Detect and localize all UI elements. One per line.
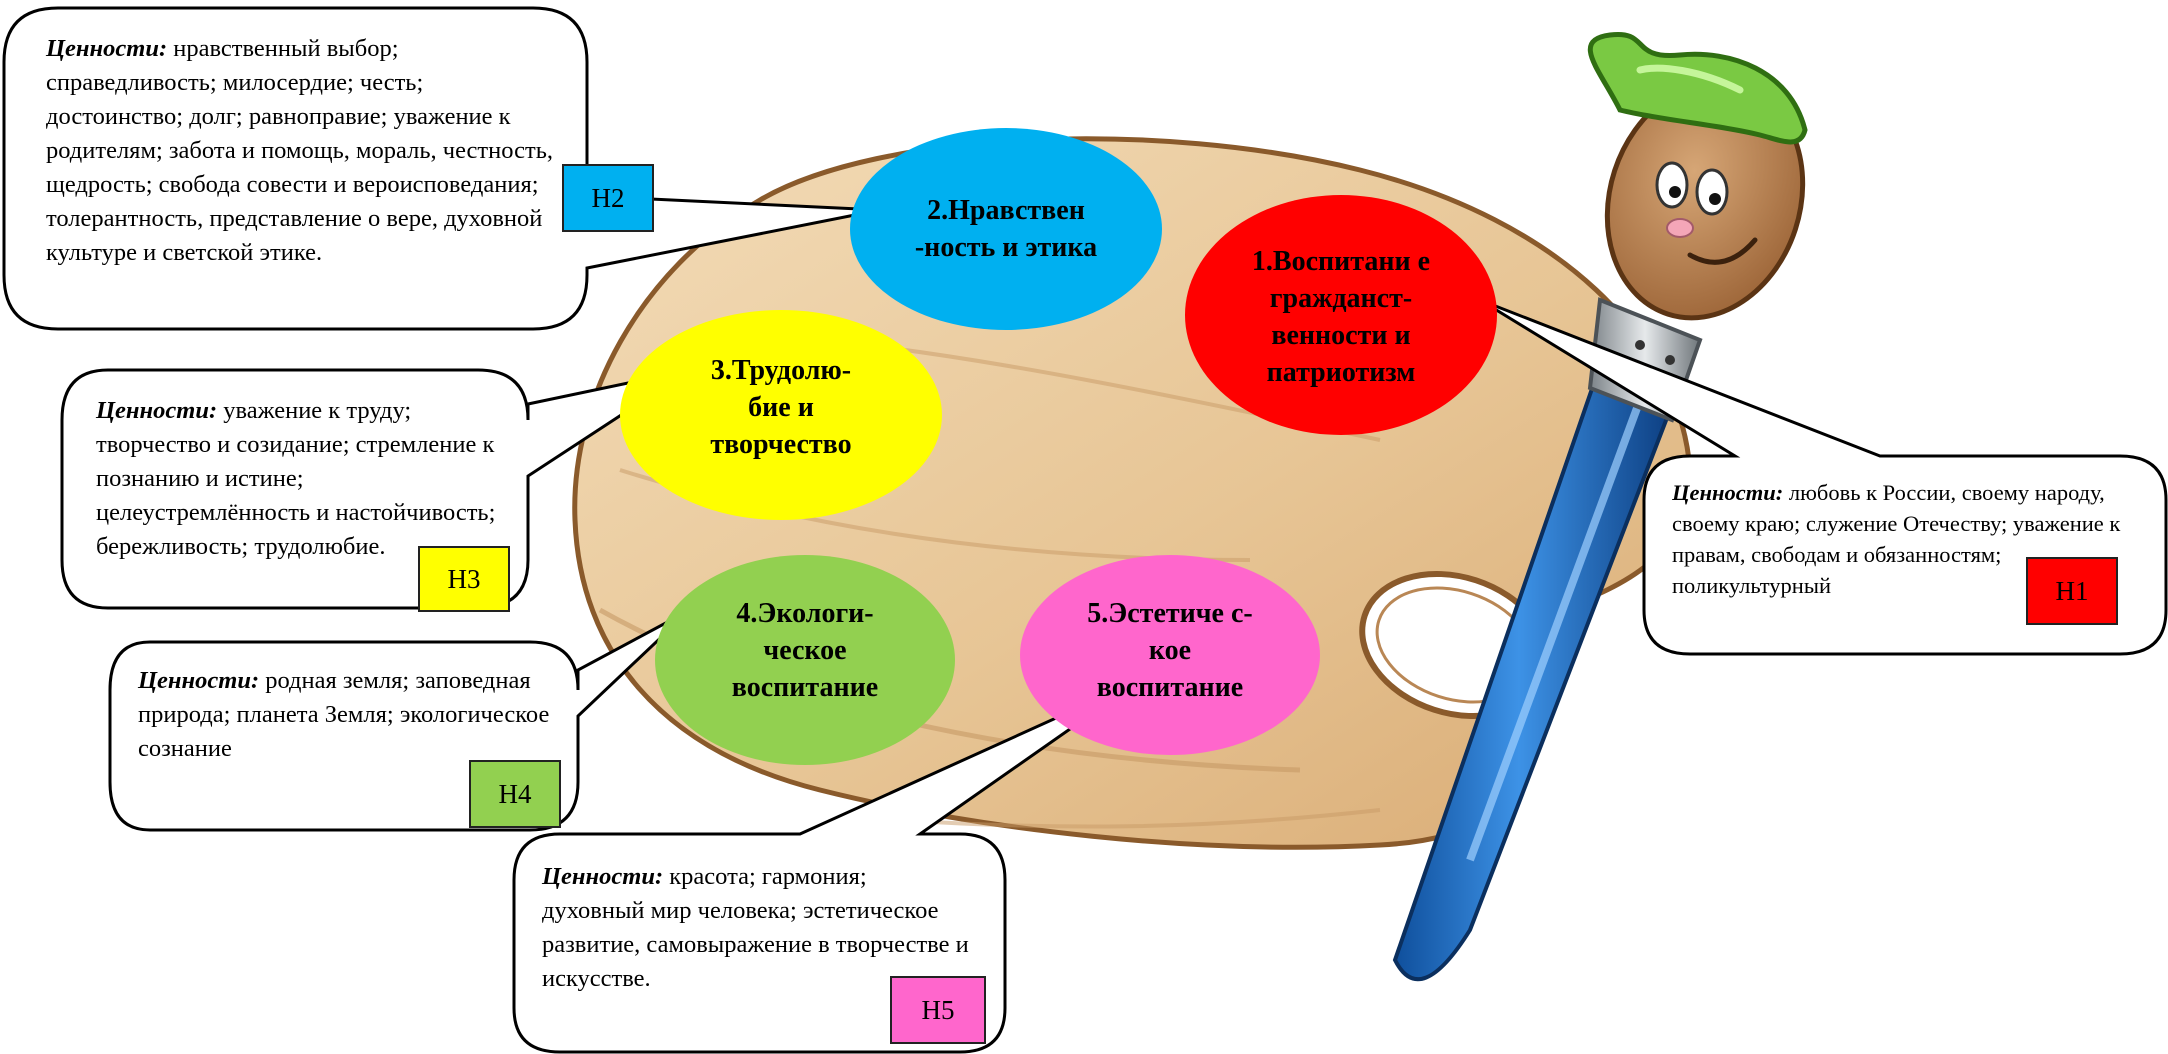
area-h1-circle: 1.Воспитани е гражданст- венности и патр…	[1185, 195, 1497, 435]
callout-h5: Ценности: красота; гармония; духовный ми…	[542, 860, 972, 996]
area-h1-label: 1.Воспитани е гражданст- венности и патр…	[1251, 246, 1431, 388]
tag-h5: Н5	[890, 976, 986, 1044]
callout-h5-lead: Ценности:	[542, 863, 664, 890]
callout-h2-text: нравственный выбор; справедливость; мило…	[46, 35, 553, 266]
tag-h2: Н2	[562, 164, 654, 232]
area-h2-circle: 2.Нравствен -ность и этика	[850, 128, 1162, 330]
callout-outlines	[2, 6, 2168, 1054]
callout-h4-lead: Ценности:	[138, 667, 260, 694]
area-h3-circle: 3.Трудолю- бие и творчество	[620, 310, 942, 520]
area-h4-label: 4.Экологи- ческое воспитание	[731, 598, 879, 703]
callout-h1: Ценности: любовь к России, своему народу…	[1672, 477, 2152, 607]
callout-h1-text: любовь к России, своему народу, своему к…	[1672, 480, 2121, 598]
cartoon-paintbrush-illustration	[1392, 31, 1808, 982]
callout-h5-text: красота; гармония; духовный мир человека…	[542, 863, 969, 992]
area-h3-label: 3.Трудолю- бие и творчество	[710, 355, 852, 460]
tag-h3: Н3	[418, 546, 510, 612]
callout-h4-text: родная земля; заповедная природа; планет…	[138, 667, 550, 762]
area-h5-label: 5.Эстетиче с-кое воспитание	[1087, 598, 1253, 703]
area-h2-label: 2.Нравствен -ность и этика	[914, 195, 1098, 263]
area-h5-circle: 5.Эстетиче с-кое воспитание	[1020, 555, 1320, 755]
callout-h2: Ценности: нравственный выбор; справедлив…	[46, 32, 562, 270]
callout-h3: Ценности: уважение к труду; творчество и…	[96, 394, 498, 564]
callout-h2-lead: Ценности:	[46, 35, 168, 62]
tag-h4: Н4	[469, 760, 561, 828]
callout-h3-lead: Ценности:	[96, 397, 218, 424]
area-h4-circle: 4.Экологи- ческое воспитание	[655, 555, 955, 765]
callout-h1-lead: Ценности:	[1672, 480, 1784, 505]
callout-h4: Ценности: родная земля; заповедная приро…	[138, 664, 560, 766]
callout-h3-text: уважение к труду; творчество и созидание…	[96, 397, 496, 560]
tag-h1: Н1	[2026, 557, 2118, 625]
